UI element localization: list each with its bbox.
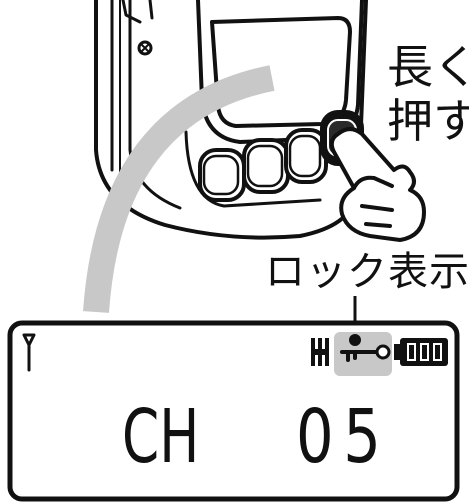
- battery-icon: [394, 338, 448, 366]
- sweep-arc: [83, 65, 275, 313]
- channel-number: 05: [296, 394, 391, 480]
- antenna-icon: [22, 333, 36, 372]
- press-instruction-line1: 長く: [387, 40, 469, 94]
- pointing-hand-icon: [329, 127, 426, 242]
- lock-indicator-label: ロック表示: [265, 249, 469, 295]
- channel-prefix: CH: [122, 394, 200, 480]
- press-instruction-line2: 押す: [387, 94, 469, 148]
- key-lock-icon: [340, 334, 391, 362]
- lcd-screen: [7, 320, 460, 502]
- high-power-icon: [311, 338, 329, 366]
